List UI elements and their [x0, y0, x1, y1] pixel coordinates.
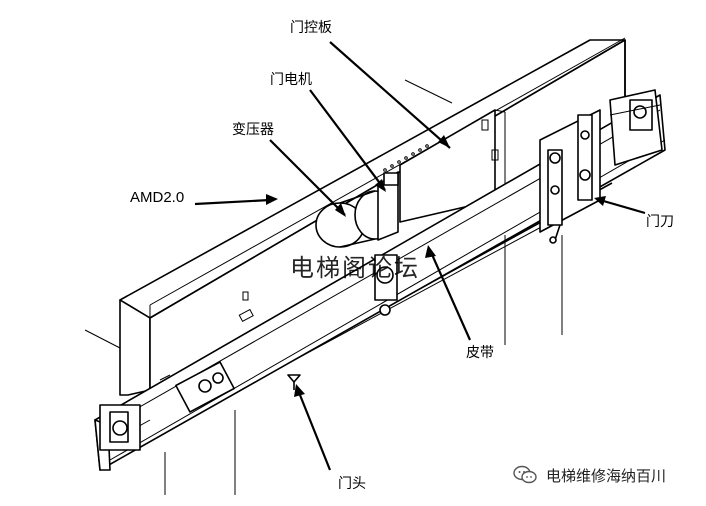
leader-lines — [194, 41, 646, 471]
label-amd: AMD2.0 — [130, 189, 185, 206]
label-door-control-board: 门控板 — [290, 20, 332, 36]
door-knife-assembly — [539, 109, 601, 244]
brand-name: 电梯维修海纳百川 — [546, 466, 667, 485]
label-door-motor: 门电机 — [270, 72, 312, 88]
label-transformer: 变压器 — [232, 122, 274, 138]
center-pulley — [374, 254, 398, 316]
forum-watermark: 电梯阁论坛 — [290, 254, 420, 282]
bolt — [287, 374, 301, 390]
wechat-brand: 电梯维修海纳百川 — [512, 462, 666, 488]
label-door-head: 门头 — [338, 476, 366, 492]
left-door-hanger — [99, 361, 235, 451]
wechat-icon — [513, 465, 537, 484]
label-belt: 皮带 — [466, 345, 494, 361]
support-legs — [84, 79, 563, 495]
right-door-hanger — [609, 89, 663, 166]
label-door-knife: 门刀 — [646, 214, 674, 230]
